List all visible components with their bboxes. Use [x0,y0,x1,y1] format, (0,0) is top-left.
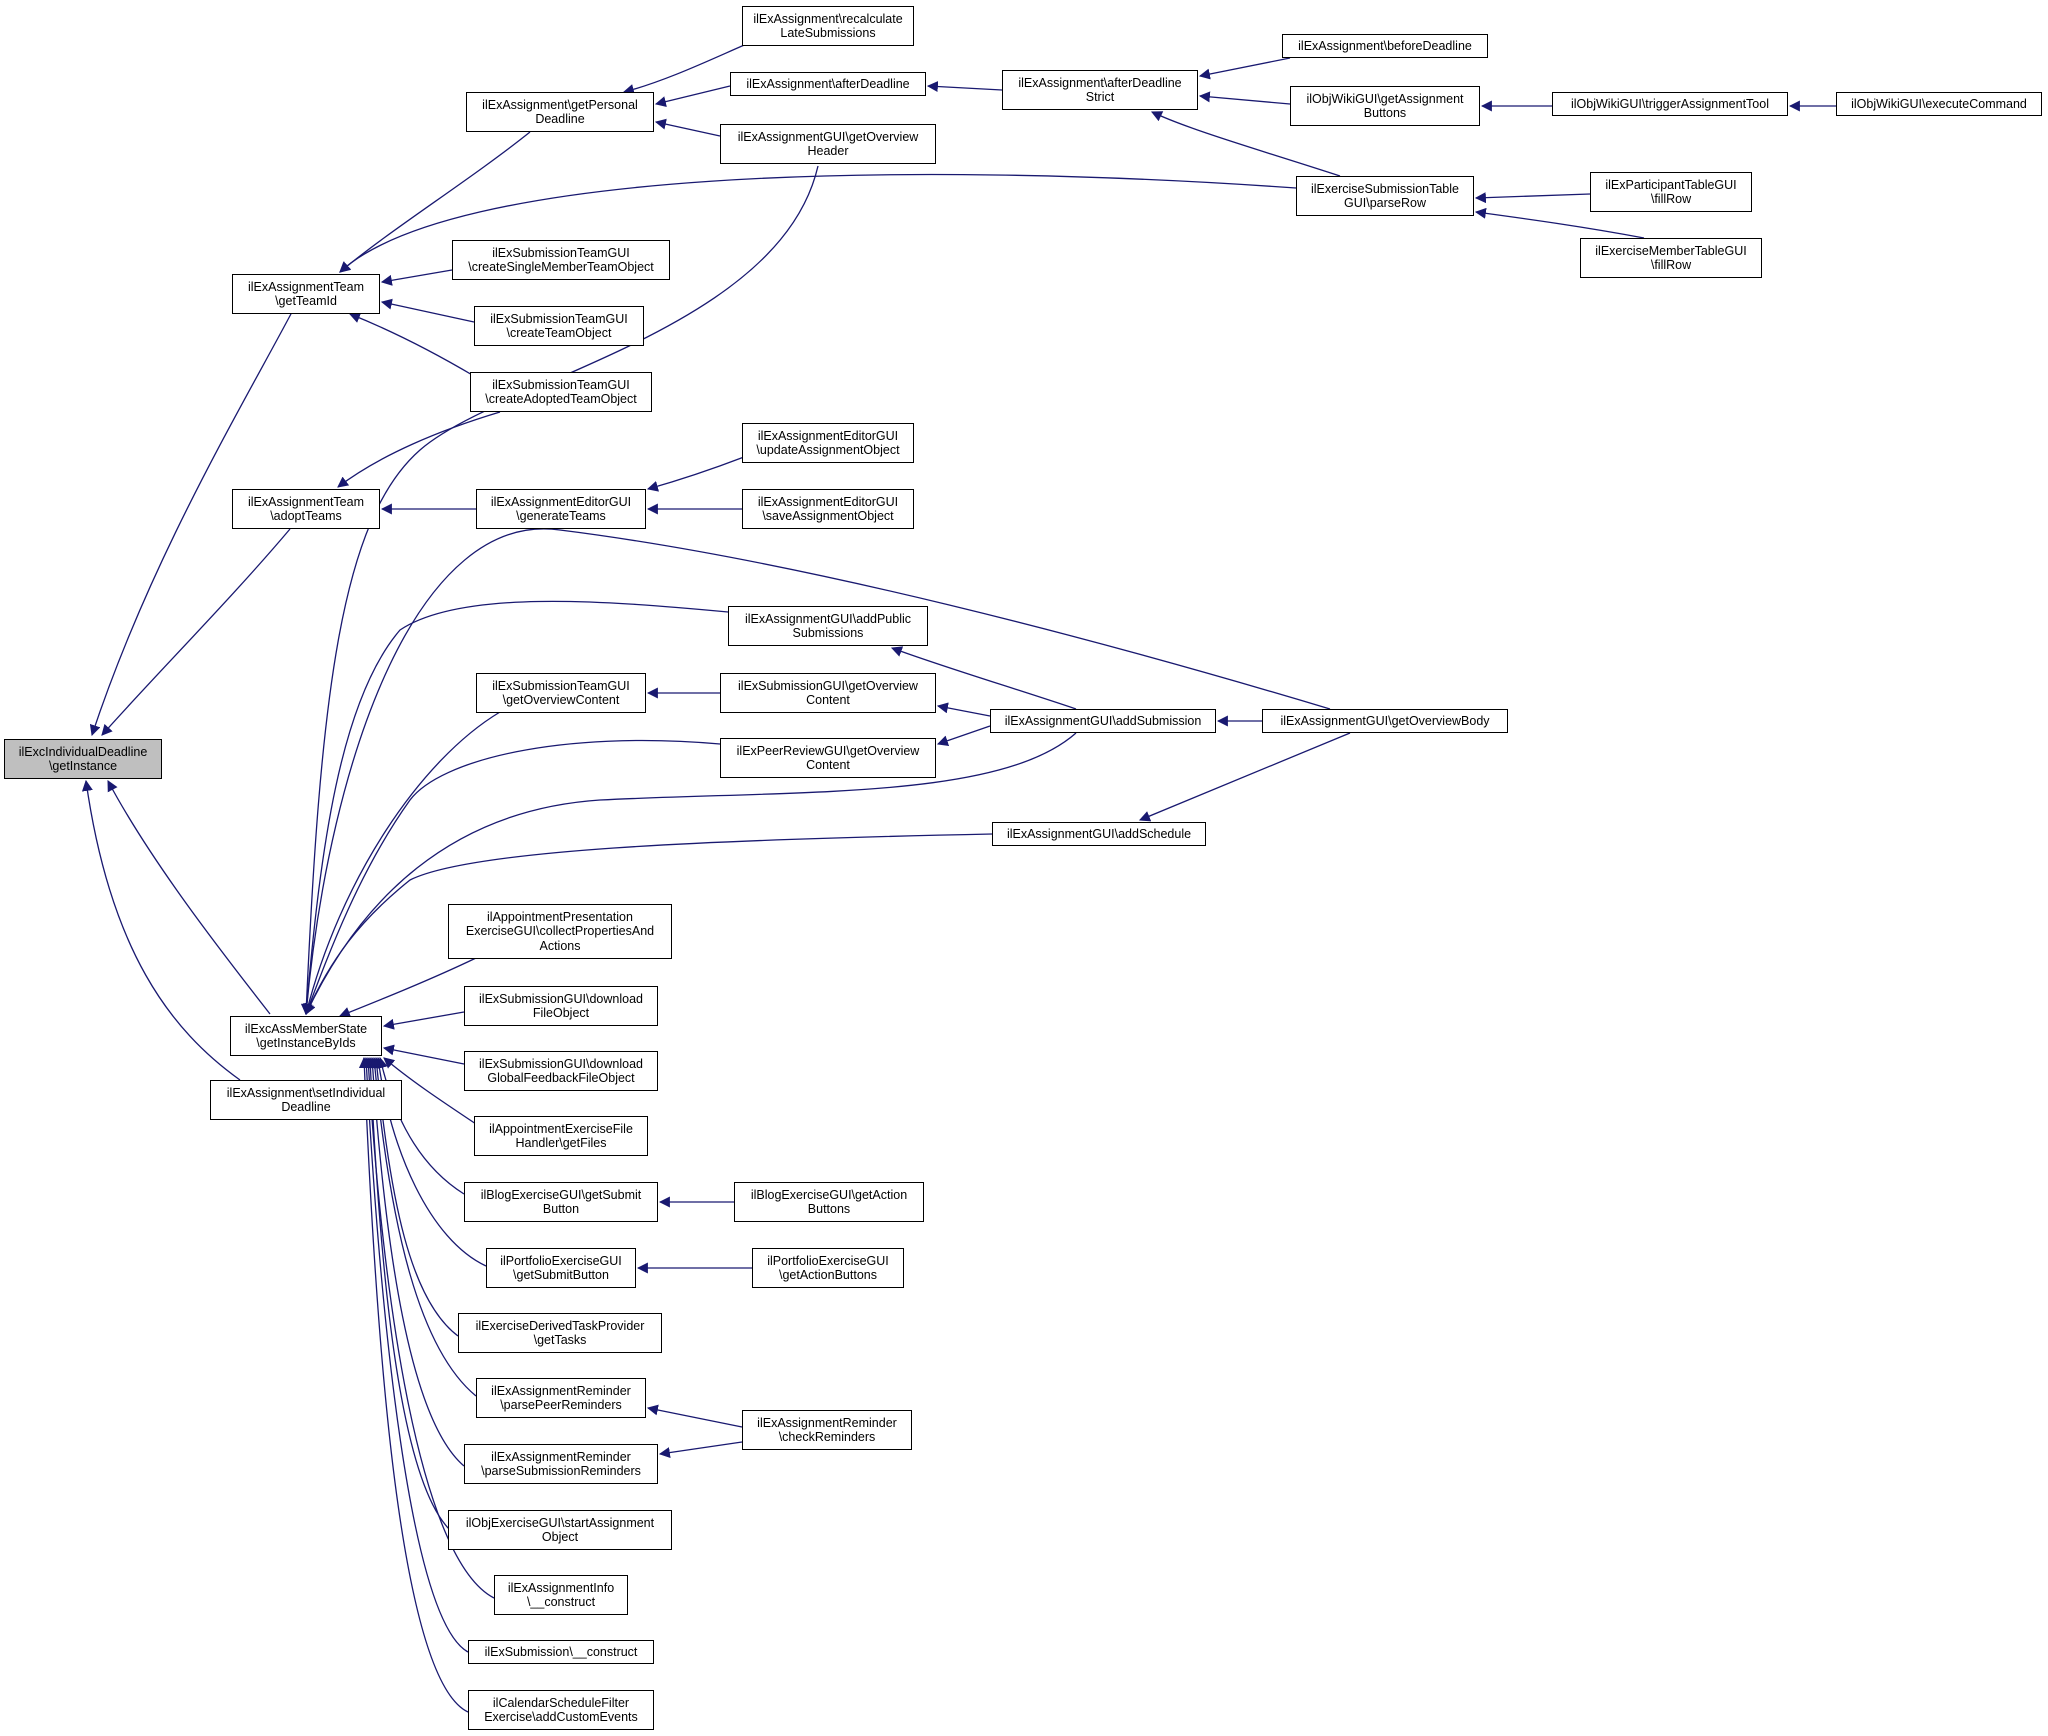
node-getTasks[interactable]: ilExerciseDerivedTaskProvider \getTasks [458,1313,662,1353]
edge-getOverviewBody-getInstanceByIds [301,528,1331,1016]
edge-collectPropertiesAndActions-getInstanceByIds [338,957,477,1018]
edge-afterDeadline-getPersonalDeadline [654,85,731,108]
node-getOverviewBody[interactable]: ilExAssignmentGUI\getOverviewBody [1262,709,1508,733]
node-collectPropertiesAndActions[interactable]: ilAppointmentPresentation ExerciseGUI\co… [448,904,672,959]
edge-setIndividualDeadline-root [81,779,241,1081]
edge-checkReminders-parseSubmissionReminders [658,1441,743,1459]
edge-createAdoptedTeamObject-getTeamId [348,312,475,377]
edge-getTeamId-root [89,311,293,737]
node-startAssignmentObject[interactable]: ilObjExerciseGUI\startAssignment Object [448,1510,672,1550]
edge-checkReminders-parsePeerReminders [646,1404,743,1428]
edge-getInstanceByIds-root [107,780,271,1015]
node-parsePeerReminders[interactable]: ilExAssignmentReminder \parsePeerReminde… [476,1378,646,1418]
node-getAssignmentButtons[interactable]: ilObjWikiGUI\getAssignment Buttons [1290,86,1480,126]
node-getOverviewHeader[interactable]: ilExAssignmentGUI\getOverview Header [720,124,936,164]
edge-createTeamObject-getTeamId [380,298,475,323]
edge-getOverviewHeader-getInstanceByIds [300,165,819,1016]
node-afterDeadline[interactable]: ilExAssignment\afterDeadline [730,72,926,96]
node-addSchedule[interactable]: ilExAssignmentGUI\addSchedule [992,822,1206,846]
edge-getPersonalDeadline-getTeamId [339,131,531,273]
node-downloadFileObject[interactable]: ilExSubmissionGUI\download FileObject [464,986,658,1026]
edge-addSubmission-getInstanceByIds [305,732,1077,1015]
node-blogGetActionButtons[interactable]: ilBlogExerciseGUI\getAction Buttons [734,1182,924,1222]
edge-parseSubmissionReminders-getInstanceByIds [367,1056,465,1467]
edge-createSingleMemberTeamObject-getTeamId [380,269,453,286]
node-executeCommand[interactable]: ilObjWikiGUI\executeCommand [1836,92,2042,116]
edge-adoptTeams-root [101,528,291,736]
edge-getOverviewBody-addSchedule [1138,732,1351,822]
edge-updateAssignmentObject-generateTeams [646,456,745,492]
edge-addSubmission-peerGetOverviewContent [936,725,991,746]
node-teamGetOverviewContent[interactable]: ilExSubmissionTeamGUI \getOverviewConten… [476,673,646,713]
edge-createAdoptedTeamObject-adoptTeams [337,411,501,488]
node-getTeamId[interactable]: ilExAssignmentTeam \getTeamId [232,274,380,314]
node-blogGetSubmitButton[interactable]: ilBlogExerciseGUI\getSubmit Button [464,1182,658,1222]
edge-addSubmission-submissionGetOverviewContent [936,702,991,717]
edge-getAssignmentButtons-afterDeadlineStrict [1198,91,1291,105]
node-parseRow[interactable]: ilExerciseSubmissionTable GUI\parseRow [1296,176,1474,216]
node-portfolioGetSubmitButton[interactable]: ilPortfolioExerciseGUI \getSubmitButton [486,1248,636,1288]
node-submissionConstruct[interactable]: ilExSubmission\__construct [468,1640,654,1664]
node-getPersonalDeadline[interactable]: ilExAssignment\getPersonal Deadline [466,92,654,132]
node-memberFillRow[interactable]: ilExerciseMemberTableGUI \fillRow [1580,238,1762,278]
edge-getOverviewHeader-getPersonalDeadline [654,118,721,137]
edge-parseRow-getTeamId [339,173,1297,273]
node-createTeamObject[interactable]: ilExSubmissionTeamGUI \createTeamObject [474,306,644,346]
node-checkReminders[interactable]: ilExAssignmentReminder \checkReminders [742,1410,912,1450]
node-generateTeams[interactable]: ilExAssignmentEditorGUI \generateTeams [476,489,646,529]
edge-submissionConstruct-getInstanceByIds [361,1056,469,1653]
edge-downloadGlobalFeedbackFileObject-getInstanceByIds [382,1044,465,1065]
node-parseSubmissionReminders[interactable]: ilExAssignmentReminder \parseSubmissionR… [464,1444,658,1484]
edge-peerGetOverviewContent-getInstanceByIds [304,739,721,1016]
node-getInstanceByIds[interactable]: ilExcAssMemberState \getInstanceByIds [230,1016,382,1056]
node-portfolioGetActionButtons[interactable]: ilPortfolioExerciseGUI \getActionButtons [752,1248,904,1288]
edge-downloadFileObject-getInstanceByIds [382,1011,465,1030]
edge-afterDeadlineStrict-afterDeadline [926,81,1003,93]
edge-teamGetOverviewContent-getInstanceByIds [303,711,501,1016]
node-addCustomEvents[interactable]: ilCalendarScheduleFilter Exercise\addCus… [468,1690,654,1730]
edge-beforeDeadline-afterDeadlineStrict [1198,57,1291,80]
edge-getFiles-getInstanceByIds [383,1057,477,1125]
edge-parsePeerReminders-getInstanceByIds [369,1056,477,1397]
node-downloadGlobalFeedbackFileObject[interactable]: ilExSubmissionGUI\download GlobalFeedbac… [464,1051,658,1091]
node-afterDeadlineStrict[interactable]: ilExAssignment\afterDeadline Strict [1002,70,1198,110]
node-saveAssignmentObject[interactable]: ilExAssignmentEditorGUI \saveAssignmentO… [742,489,914,529]
edge-assignmentInfoConstruct-getInstanceByIds [363,1056,495,1599]
edge-blogGetSubmitButton-getInstanceByIds [376,1056,465,1195]
node-updateAssignmentObject[interactable]: ilExAssignmentEditorGUI \updateAssignmen… [742,423,914,463]
edge-addSubmission-addPublicSubmissions [890,646,1077,710]
edge-parseRow-afterDeadlineStrict [1151,111,1341,177]
node-addSubmission[interactable]: ilExAssignmentGUI\addSubmission [990,709,1216,733]
edge-addSchedule-getInstanceByIds [304,833,993,1016]
node-triggerAssignmentTool[interactable]: ilObjWikiGUI\triggerAssignmentTool [1552,92,1788,116]
node-root[interactable]: ilExcIndividualDeadline \getInstance [4,739,162,779]
node-createSingleMemberTeamObject[interactable]: ilExSubmissionTeamGUI \createSingleMembe… [452,240,670,280]
node-getFiles[interactable]: ilAppointmentExerciseFile Handler\getFil… [474,1116,648,1156]
node-addPublicSubmissions[interactable]: ilExAssignmentGUI\addPublic Submissions [728,606,928,646]
node-beforeDeadline[interactable]: ilExAssignment\beforeDeadline [1282,34,1488,58]
edge-addPublicSubmissions-getInstanceByIds [301,600,729,1016]
edge-memberFillRow-parseRow [1474,207,1645,239]
node-recalculateLateSubmissions[interactable]: ilExAssignment\recalculate LateSubmissio… [742,6,914,46]
node-submissionGetOverviewContent[interactable]: ilExSubmissionGUI\getOverview Content [720,673,936,713]
node-adoptTeams[interactable]: ilExAssignmentTeam \adoptTeams [232,489,380,529]
edge-participantFillRow-parseRow [1474,192,1591,204]
node-peerGetOverviewContent[interactable]: ilExPeerReviewGUI\getOverview Content [720,738,936,778]
node-participantFillRow[interactable]: ilExParticipantTableGUI \fillRow [1590,172,1752,212]
node-assignmentInfoConstruct[interactable]: ilExAssignmentInfo \__construct [494,1575,628,1615]
node-setIndividualDeadline[interactable]: ilExAssignment\setIndividual Deadline [210,1080,402,1120]
edge-addCustomEvents-getInstanceByIds [358,1056,469,1713]
node-createAdoptedTeamObject[interactable]: ilExSubmissionTeamGUI \createAdoptedTeam… [470,372,652,412]
